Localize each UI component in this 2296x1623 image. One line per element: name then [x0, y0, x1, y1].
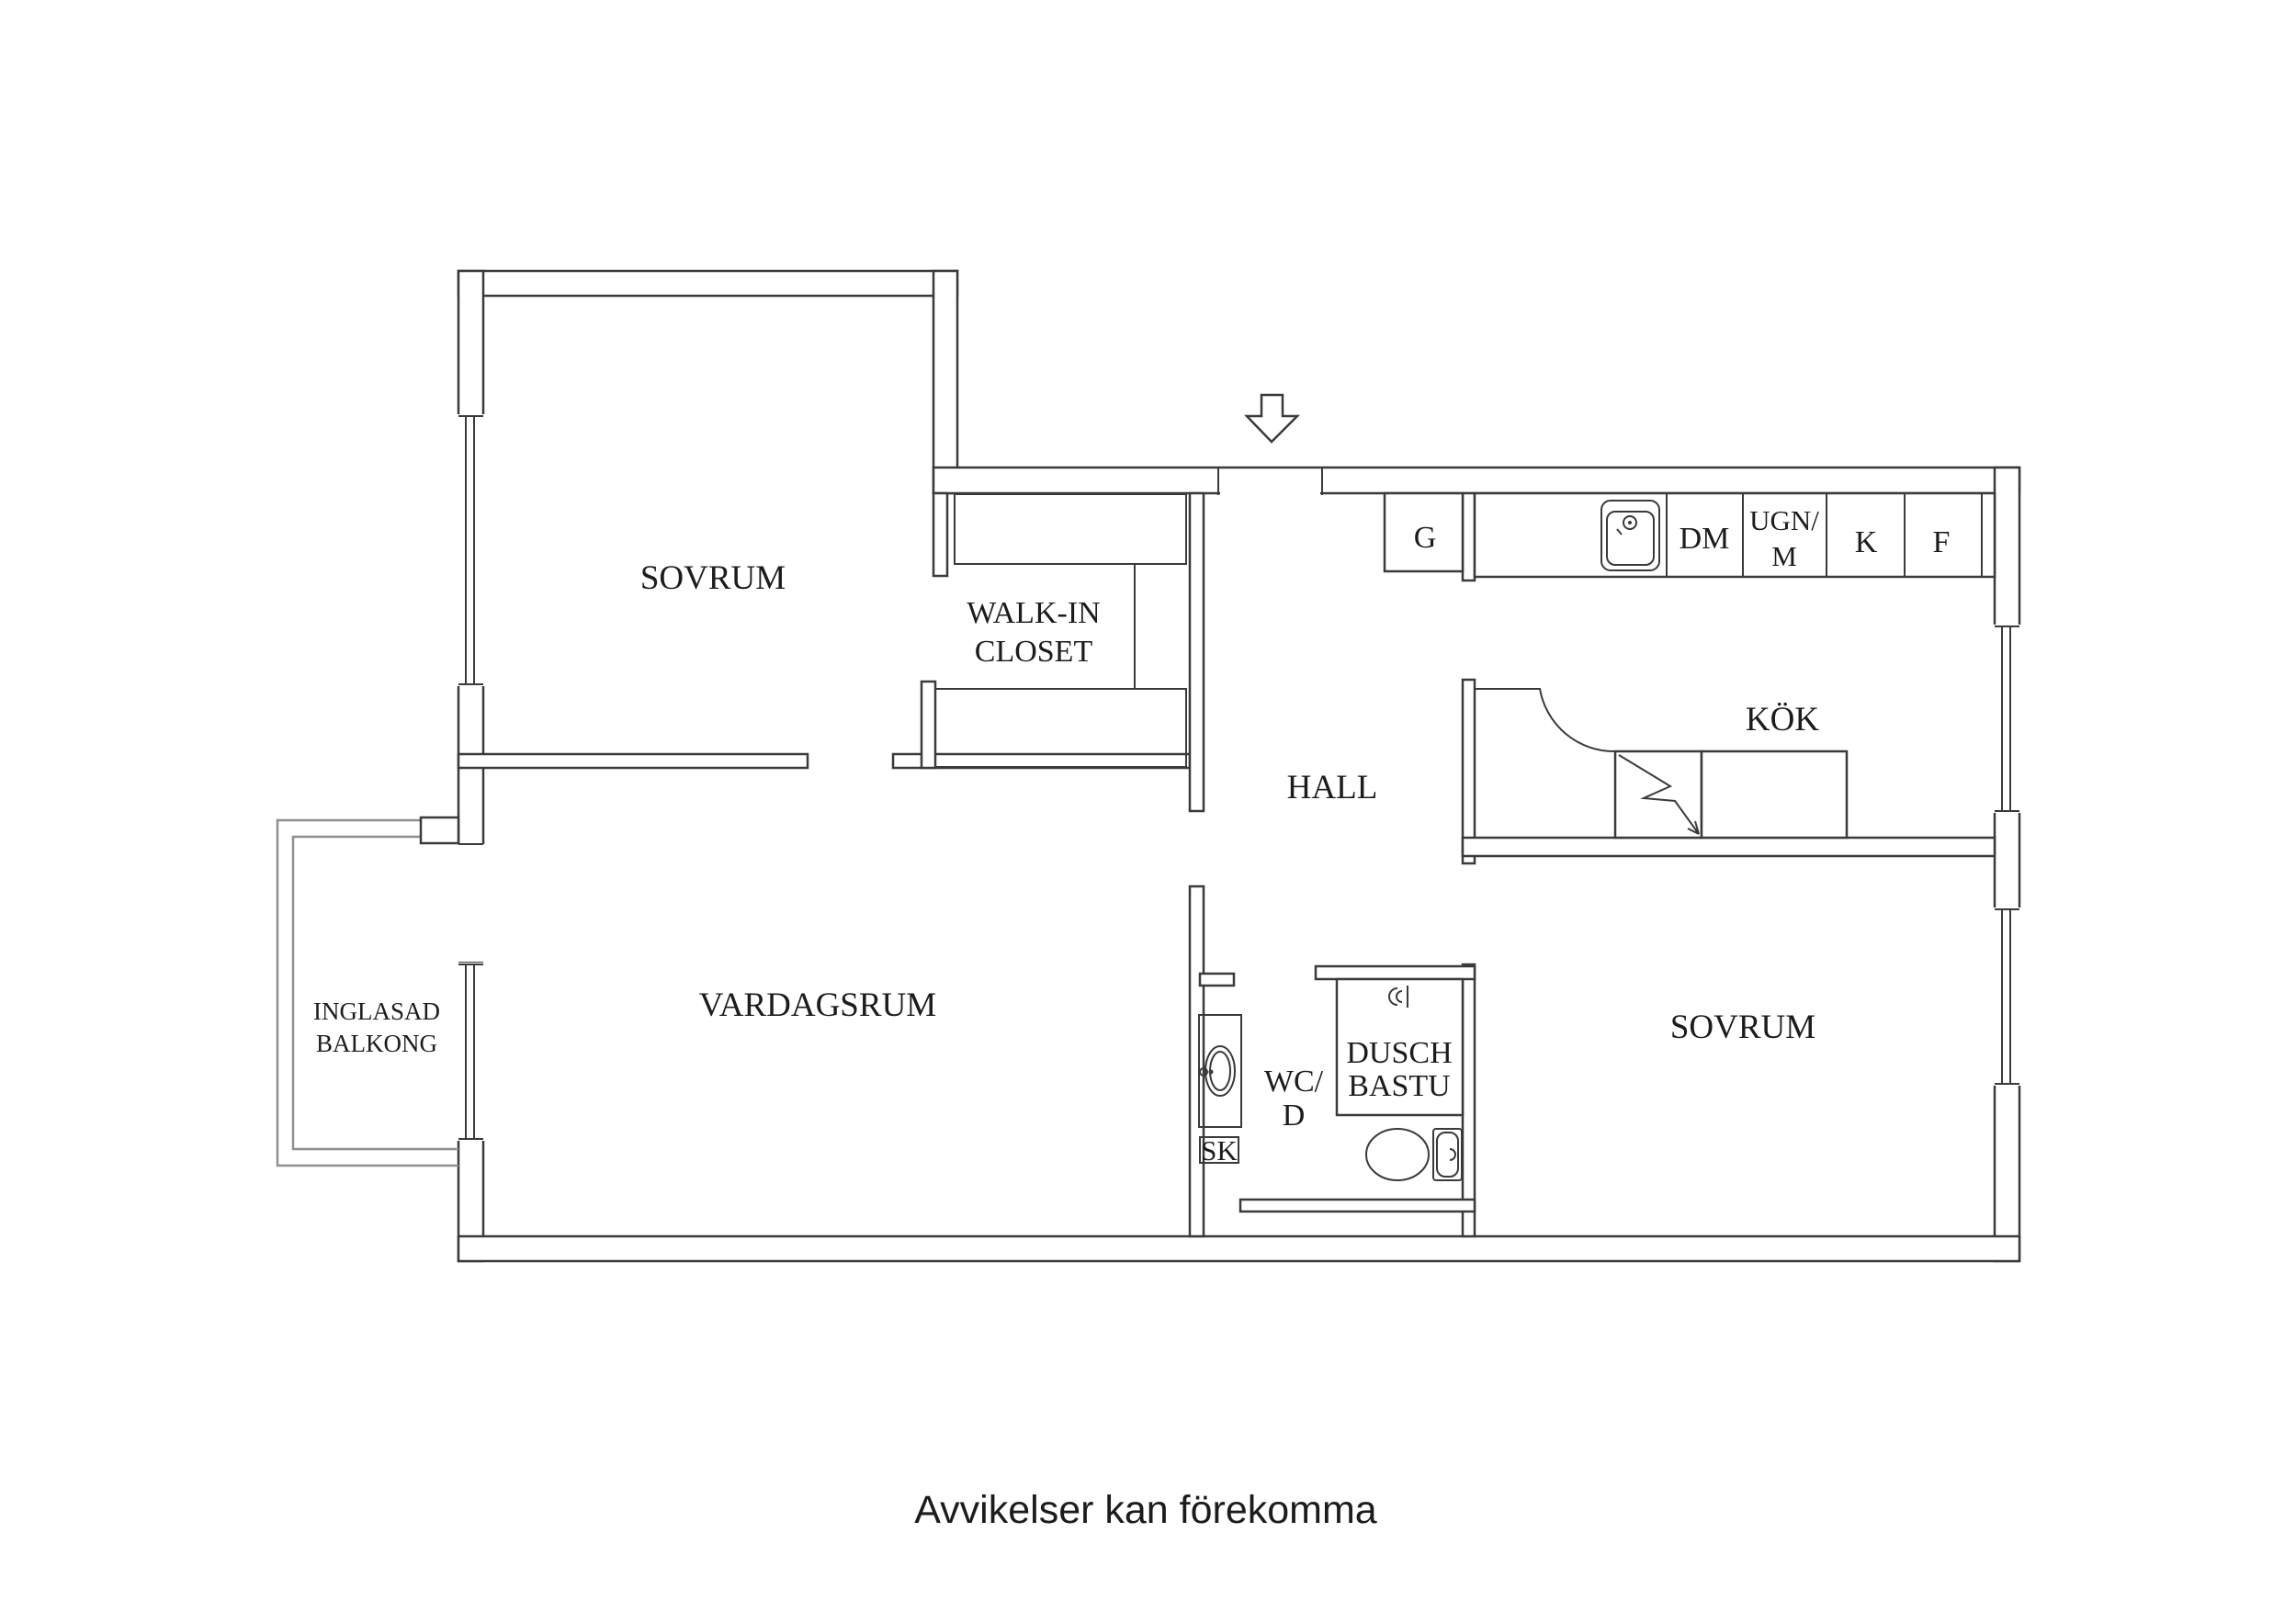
wall-kitchen-door-pillar: [1461, 678, 1476, 865]
balcony-door-opening: [456, 844, 486, 963]
label-sovrum-bottom: SOVRUM: [1670, 1009, 1815, 1046]
window-sovrum2: [1995, 908, 2019, 1085]
window-kitchen: [1995, 626, 2019, 812]
kitchen-counter-top: [1473, 491, 1996, 579]
label-wc-line2: D: [1283, 1099, 1306, 1133]
wall-wc-north-stub: [1198, 972, 1236, 987]
label-cabinet-g: G: [1414, 521, 1437, 555]
wall-stub-right-of-g: [1461, 491, 1476, 582]
balcony-wall-stub: [419, 816, 460, 845]
label-balkong-line1: INGLASAD: [313, 997, 440, 1025]
kitchen-sink-icon: [1600, 500, 1660, 571]
wall-top-sovrum1: [457, 269, 959, 298]
wall-vardagsrum-wc: [1188, 885, 1205, 1238]
entrance-jambs: [1217, 468, 1323, 495]
label-k: K: [1855, 525, 1878, 559]
wall-closet-hall: [1188, 491, 1205, 813]
bath-sink-icon: [1199, 1045, 1236, 1097]
kitchen-counter-bottom: [1700, 750, 1849, 840]
window-gap-sovrum1: [456, 414, 486, 686]
wall-dusch-top: [1314, 964, 1476, 981]
bathroom-fixtures: [1198, 977, 1465, 1181]
labels: SOVRUM WALK-IN CLOSET HALL KÖK VARDAGSRU…: [313, 504, 1950, 1532]
wall-closet-bottom: [891, 752, 1192, 770]
label-vardagsrum: VARDAGSRUM: [699, 986, 936, 1024]
label-wc-line1: WC/: [1264, 1065, 1324, 1099]
kitchen-cabinet-g: [1383, 491, 1465, 573]
label-dusch-line1: DUSCH: [1346, 1036, 1452, 1070]
window-gap-kitchen: [1992, 625, 2022, 813]
balcony-inner-glazing: [291, 835, 458, 1151]
kitchen-door-arc-icon: [1475, 688, 1616, 753]
closet-fixtures: [934, 493, 1187, 768]
wardrobe-bottom: [934, 688, 1187, 768]
balcony: [276, 816, 460, 1167]
wall-wc-sovrum2: [1461, 963, 1476, 1238]
wall-east: [1993, 466, 2021, 1263]
window-gap-sovrum2: [1992, 907, 2022, 1086]
balcony-outer-glazing: [276, 818, 458, 1167]
wall-sovrum1-closet-divider: [932, 491, 949, 578]
window-sovrum1: [458, 415, 483, 685]
kitchen-stove-box: [1613, 750, 1703, 840]
label-kok: KÖK: [1746, 701, 1819, 738]
entrance-arrow-icon: [1244, 393, 1301, 444]
wall-wc-bottom: [1238, 1198, 1476, 1213]
sauna-heater-icon: [1388, 986, 1408, 1008]
label-walkin-line2: CLOSET: [975, 635, 1093, 669]
label-ugn-line2: M: [1771, 540, 1797, 572]
label-walkin-line1: WALK-IN: [967, 596, 1100, 630]
wall-south: [457, 1234, 2021, 1263]
label-hall: HALL: [1287, 769, 1378, 806]
wall-closet-door-jamb: [920, 680, 937, 770]
label-ugn-line1: UGN/: [1749, 504, 1819, 536]
label-sk: SK: [1201, 1134, 1238, 1167]
kitchen-fixtures: [1383, 491, 1996, 840]
label-dm: DM: [1680, 522, 1730, 556]
interior-walls: [457, 491, 1996, 1238]
disclaimer-text: Avvikelser kan förekomma: [914, 1488, 1377, 1532]
wall-north-hall-kitchen: [932, 466, 2021, 495]
window-vardagsrum: [458, 964, 483, 1140]
label-f: F: [1933, 525, 1951, 559]
sk-cabinet: [1199, 1136, 1239, 1164]
bath-sink-cabinet: [1198, 1014, 1242, 1128]
wall-kitchen-sovrum2: [1461, 836, 1996, 858]
wall-step-right-of-sovrum1: [932, 269, 959, 495]
toilet-icon: [1365, 1128, 1463, 1181]
label-sovrum-top: SOVRUM: [640, 559, 786, 597]
openings-and-windows: [456, 414, 2022, 1141]
window-gap-vardagsrum: [456, 963, 486, 1141]
label-balkong-line2: BALKONG: [316, 1030, 437, 1057]
label-dusch-line2: BASTU: [1348, 1069, 1450, 1103]
kitchen-counter-dividers: [1666, 493, 1983, 577]
stove-lightning-icon: [1618, 754, 1700, 835]
entrance-opening: [1220, 474, 1320, 495]
wall-sovrum1-bottom: [457, 752, 809, 770]
wardrobe-top: [954, 493, 1187, 565]
